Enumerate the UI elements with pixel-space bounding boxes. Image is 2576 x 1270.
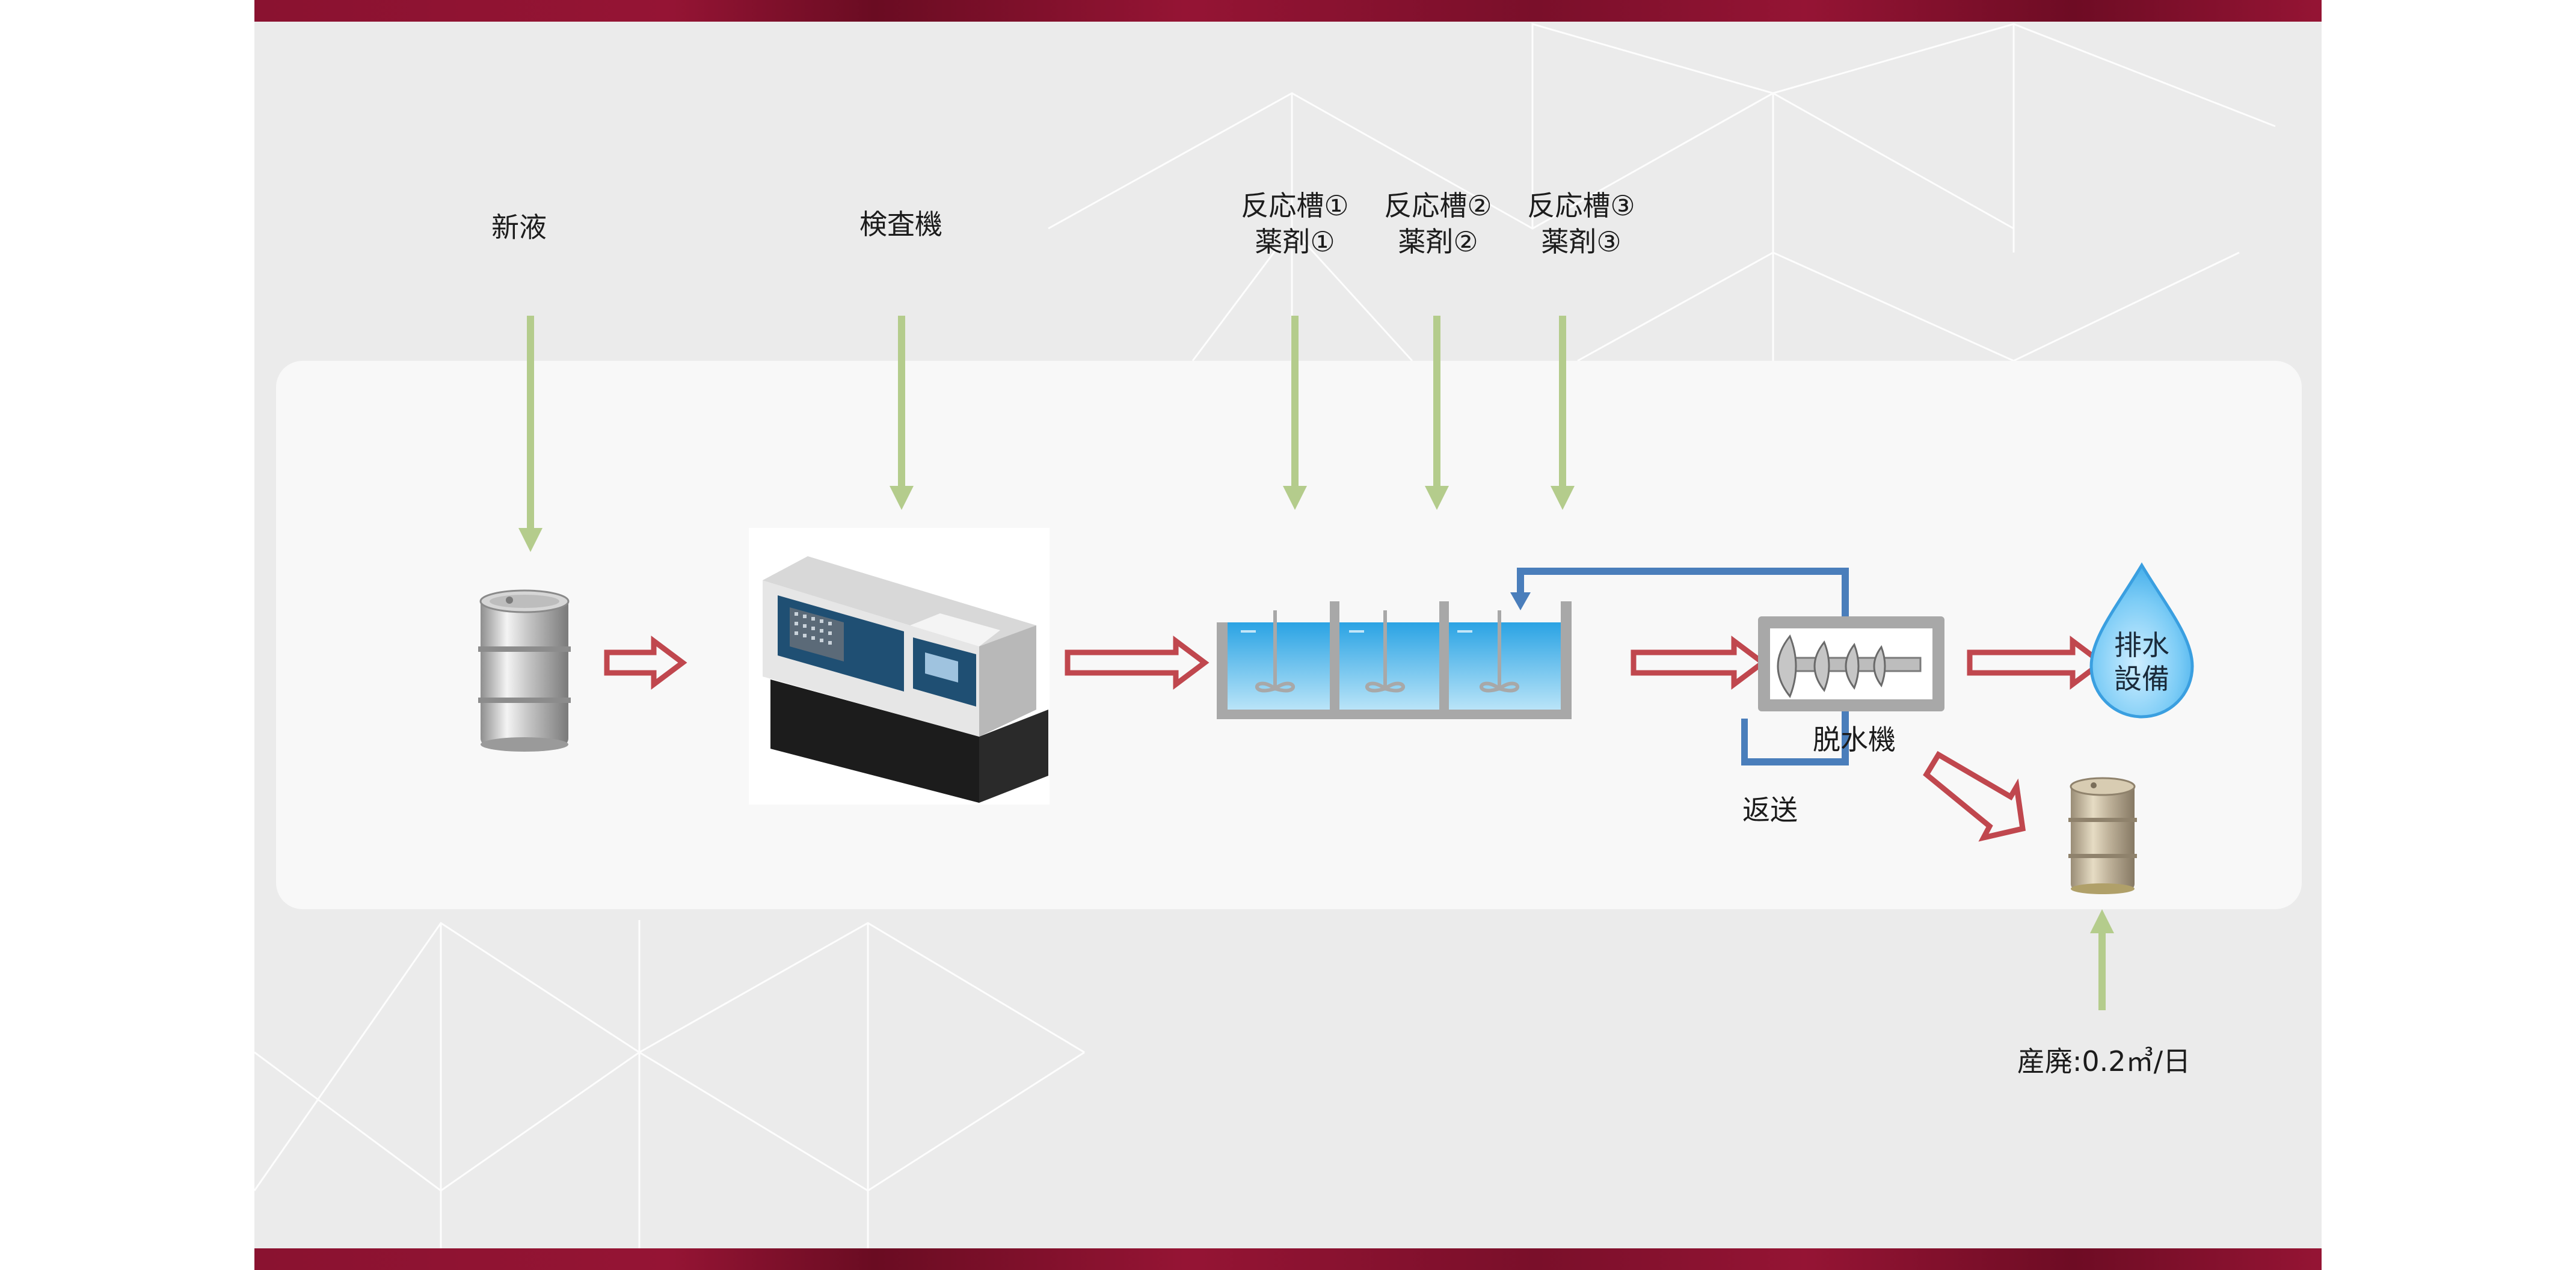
feed-arrow-tank3 (1551, 316, 1575, 510)
steel-drum-icon (478, 589, 571, 752)
screw-press-icon (1758, 616, 1944, 711)
background-triangle-pattern (254, 23, 2276, 1248)
flow-arrow-3 (1631, 636, 1768, 690)
label-dehydrator: 脱水機 (1794, 722, 1914, 758)
waste-drum-icon (2068, 777, 2137, 894)
label-tank1-line2: 薬剤① (1255, 225, 1335, 258)
feed-arrows (518, 316, 2114, 1010)
label-new-liquid-text: 新液 (491, 211, 547, 244)
return-loop-line (1510, 568, 1849, 765)
flow-arrow-5 (1923, 750, 2026, 842)
label-tank2-line2: 薬剤② (1398, 225, 1478, 258)
label-industrial-waste-text: 産廃:0.2㎥/日 (2017, 1045, 2191, 1078)
agitator-1 (1255, 610, 1295, 693)
label-new-liquid: 新液 (459, 209, 579, 245)
feed-arrow-tank1 (1283, 316, 1307, 510)
label-tank1: 反応槽① 薬剤① (1229, 188, 1361, 260)
label-dehydrator-text: 脱水機 (1813, 723, 1896, 756)
label-drainage: 排水 設備 (2101, 628, 2183, 696)
label-tank3: 反応槽③ 薬剤③ (1515, 188, 1647, 260)
agitator-2 (1365, 610, 1405, 693)
cnc-machine-icon (749, 528, 1050, 805)
flow-arrow-1 (604, 636, 687, 690)
feed-arrow-tank2 (1425, 316, 1449, 510)
label-drainage-line2: 設備 (2114, 663, 2169, 695)
label-tank1-line1: 反応槽① (1241, 189, 1349, 222)
agitator-3 (1480, 610, 1519, 693)
feed-arrow-inspection (890, 316, 914, 510)
label-tank2-line1: 反応槽② (1384, 189, 1492, 222)
label-return-text: 返送 (1742, 794, 1798, 826)
flow-arrows (604, 636, 2106, 842)
label-inspection-machine: 検査機 (832, 206, 970, 242)
bottom-frame-band (254, 1248, 2322, 1270)
label-tank3-line2: 薬剤③ (1541, 225, 1622, 258)
label-industrial-waste: 産廃:0.2㎥/日 (1987, 1043, 2221, 1079)
mixing-tank-icon (1217, 601, 1572, 719)
feed-arrow-new-liquid (518, 316, 543, 552)
process-flow-diagram (478, 316, 2194, 1010)
top-frame-band (254, 0, 2322, 22)
flow-arrow-2 (1065, 636, 1210, 690)
label-inspection-machine-text: 検査機 (859, 208, 942, 241)
flow-arrow-4 (1967, 636, 2106, 690)
label-return: 返送 (1728, 792, 1812, 828)
feed-arrow-waste (2090, 909, 2114, 1010)
label-tank3-line1: 反応槽③ (1527, 189, 1635, 222)
slide: 新液 検査機 反応槽① 薬剤① 反応槽② 薬剤② 反応槽③ 薬剤③ 返送 脱水機… (254, 0, 2322, 1270)
water-drop-icon (2089, 562, 2194, 719)
label-tank2: 反応槽② 薬剤② (1372, 188, 1504, 260)
label-drainage-line1: 排水 (2114, 629, 2169, 661)
